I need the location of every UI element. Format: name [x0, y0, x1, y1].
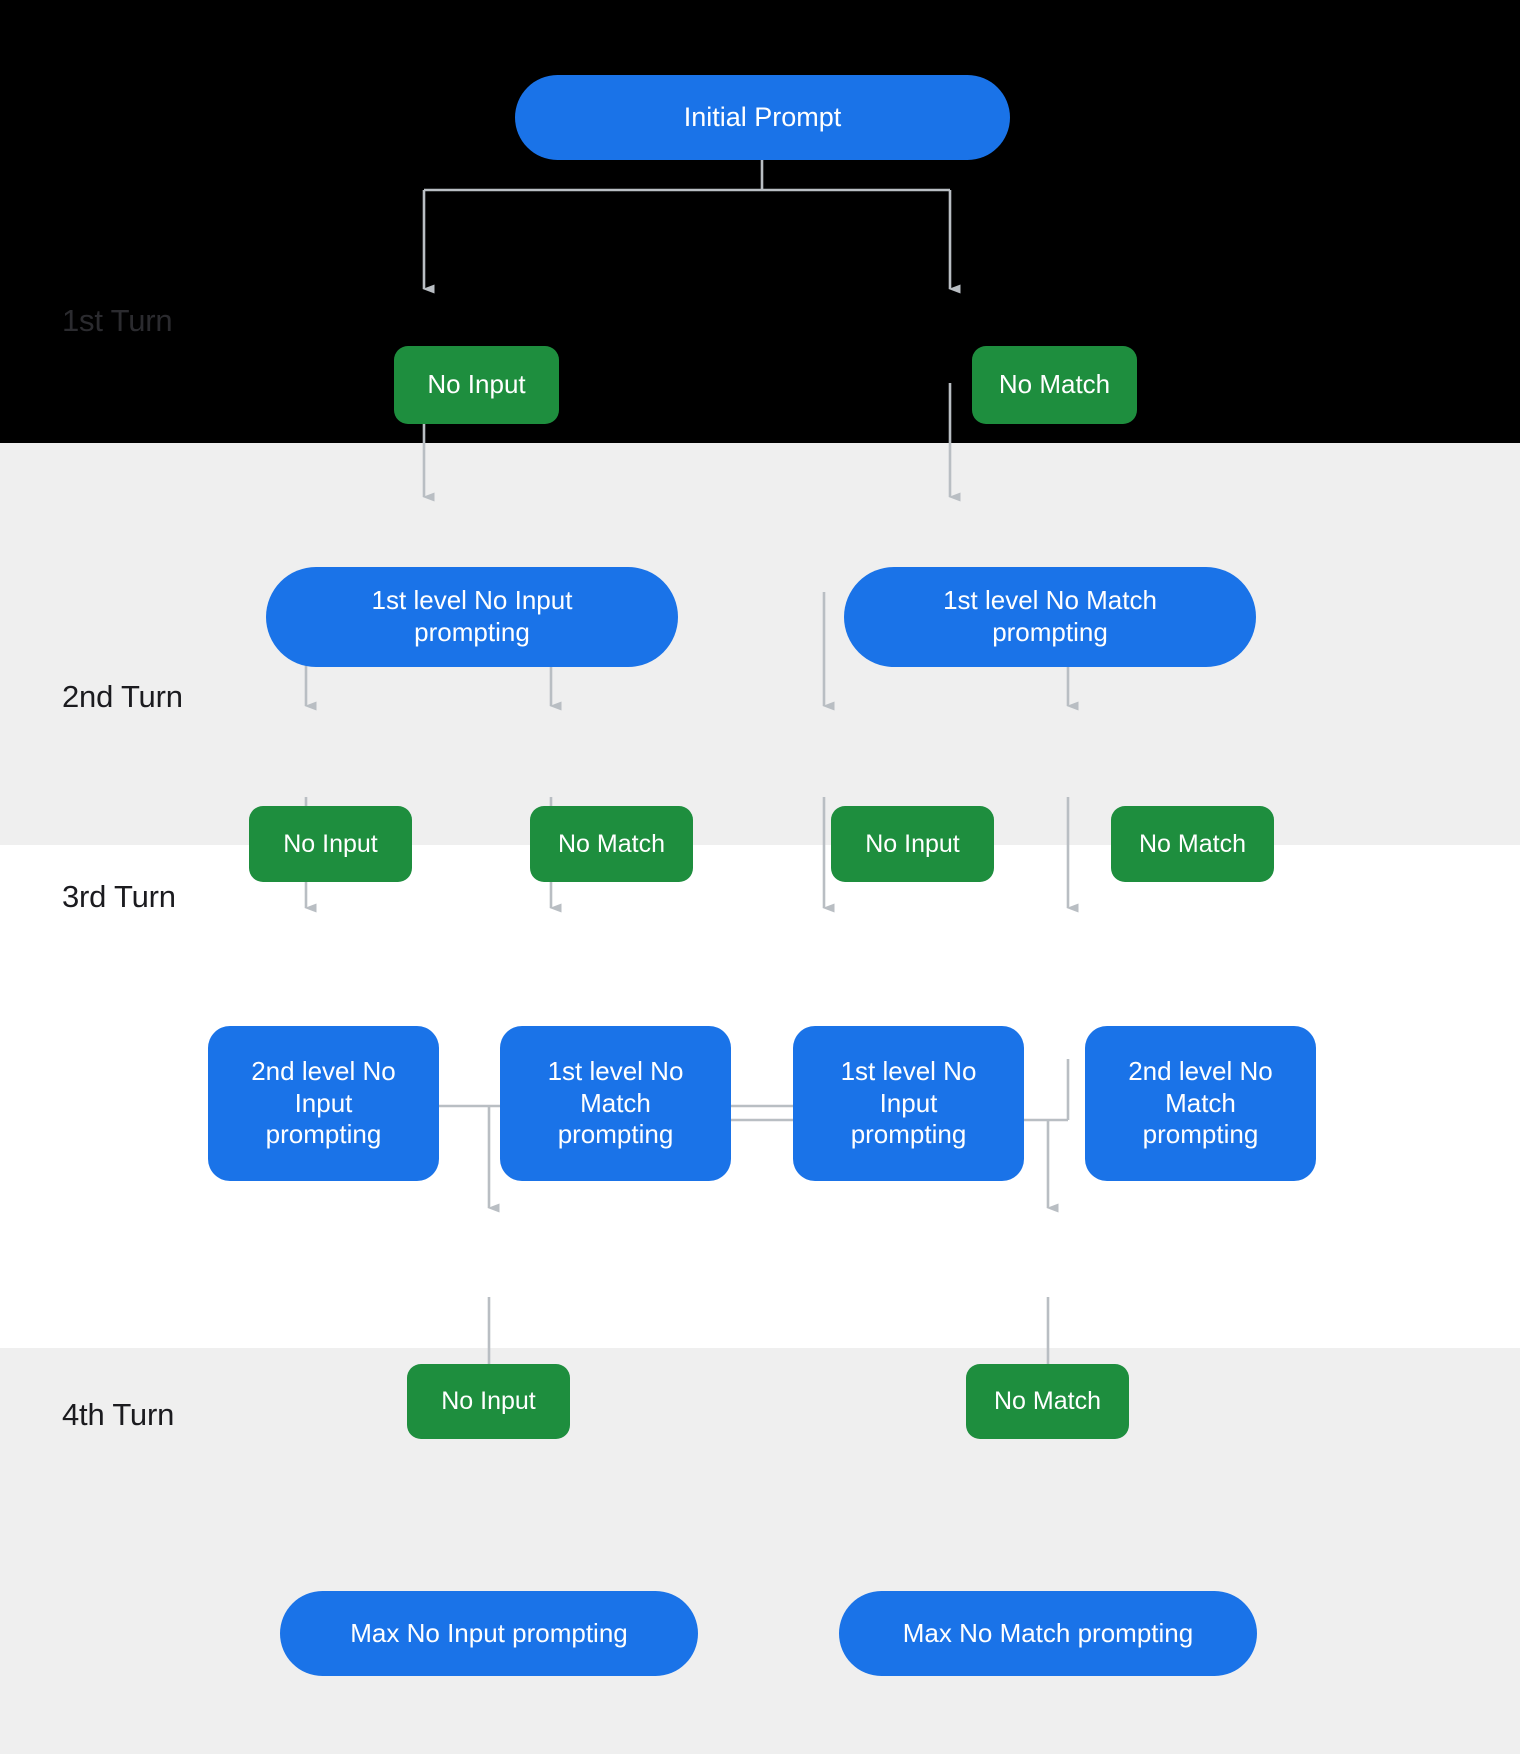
node-t2-prompt-no-match[interactable]: 1st level No Match prompting: [844, 567, 1256, 667]
node-label: No Match: [1139, 829, 1246, 858]
node-t3-no-match[interactable]: No Match: [966, 1364, 1129, 1439]
node-label: No Input: [865, 829, 960, 858]
node-label: No Input: [427, 369, 526, 400]
node-label: 1st level No Match prompting: [547, 1055, 684, 1150]
node-t1-no-match[interactable]: No Match: [972, 346, 1137, 424]
node-t3-prompt-1st-no-match[interactable]: 1st level No Match prompting: [500, 1026, 731, 1181]
node-t4-max-no-match[interactable]: Max No Match prompting: [839, 1591, 1257, 1676]
turn-band-4: [0, 1348, 1520, 1754]
node-initial-prompt[interactable]: Initial Prompt: [515, 75, 1010, 160]
node-t3-prompt-2nd-no-input[interactable]: 2nd level No Input prompting: [208, 1026, 439, 1181]
node-label: 2nd level No Match prompting: [1128, 1055, 1273, 1150]
turn-label-1: 1st Turn: [62, 303, 173, 338]
node-label: Initial Prompt: [683, 101, 842, 132]
turn-label-2: 2nd Turn: [62, 679, 183, 714]
node-label: 1st level No Input prompting: [371, 585, 573, 647]
node-t1-no-input[interactable]: No Input: [394, 346, 559, 424]
node-t2-prompt-no-input[interactable]: 1st level No Input prompting: [266, 567, 678, 667]
node-label: 1st level No Match prompting: [943, 585, 1157, 647]
turn-label-3: 3rd Turn: [62, 879, 176, 914]
node-label: No Match: [558, 829, 665, 858]
node-label: No Match: [994, 1387, 1101, 1416]
node-label: Max No Match prompting: [902, 1617, 1194, 1648]
node-t2-no-match-b[interactable]: No Match: [1111, 806, 1274, 882]
turn-band-2: [0, 443, 1520, 845]
node-label: No Match: [998, 369, 1111, 400]
turn-band-1: [0, 0, 1520, 443]
node-t2-no-match-a[interactable]: No Match: [530, 806, 693, 882]
node-t4-max-no-input[interactable]: Max No Input prompting: [280, 1591, 698, 1676]
node-t3-no-input[interactable]: No Input: [407, 1364, 570, 1439]
turn-label-4: 4th Turn: [62, 1397, 175, 1432]
node-t3-prompt-1st-no-input[interactable]: 1st level No Input prompting: [793, 1026, 1024, 1181]
node-label: 2nd level No Input prompting: [251, 1055, 396, 1150]
node-label: 1st level No Input prompting: [840, 1055, 977, 1150]
node-label: No Input: [283, 829, 378, 858]
node-t3-prompt-2nd-no-match[interactable]: 2nd level No Match prompting: [1085, 1026, 1316, 1181]
node-t2-no-input-b[interactable]: No Input: [831, 806, 994, 882]
node-label: No Input: [441, 1387, 536, 1416]
node-label: Max No Input prompting: [350, 1617, 628, 1648]
node-t2-no-input-a[interactable]: No Input: [249, 806, 412, 882]
